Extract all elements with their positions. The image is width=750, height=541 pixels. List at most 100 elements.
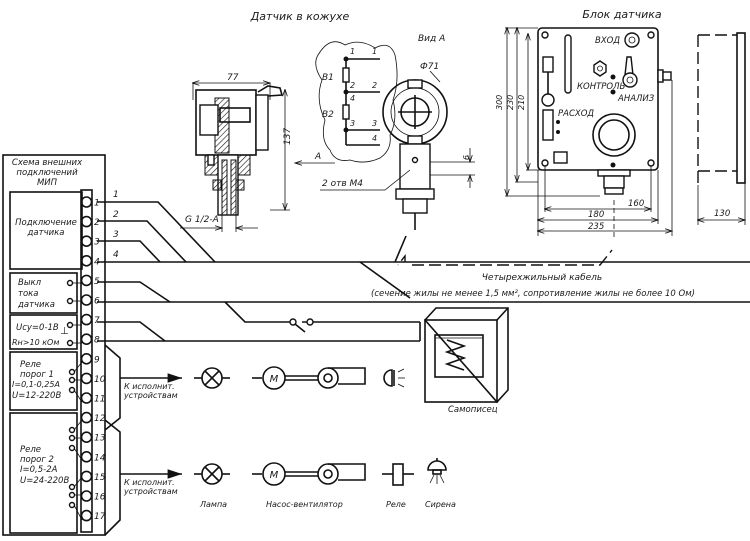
section-label: Реле: [20, 445, 41, 455]
node-label: 3: [372, 119, 377, 128]
section-label: тока: [18, 289, 39, 299]
dim-height: 137: [283, 128, 293, 145]
node-label: 2: [372, 81, 377, 90]
dim-width: 77: [227, 73, 239, 83]
main-dial: [592, 113, 636, 157]
terminal-13: [80, 431, 93, 444]
element-label: В2: [322, 110, 334, 120]
section-label: I=0,1-0,25А: [12, 380, 60, 389]
lamp-icon: [194, 463, 230, 485]
panel-title-1: Схема внешних: [12, 158, 83, 168]
contact-icon: [66, 321, 74, 329]
section-relay-2: [9, 412, 78, 534]
panel-title-3: МИП: [37, 178, 58, 188]
label-input: ВХОД: [595, 36, 620, 46]
terminal-12: [80, 411, 93, 424]
relay-1-outputs: К исполнит. устройствам М: [104, 344, 405, 431]
section-label: датчика: [27, 228, 65, 238]
section-relay-1: [9, 351, 78, 411]
terminal-number: 14: [94, 453, 106, 463]
sensor-wires: 1 2 3 4: [97, 190, 750, 342]
terminal-11: [80, 392, 93, 404]
dim-depth: 130: [714, 209, 730, 219]
label-flow: РАСХОД: [558, 109, 594, 119]
wire-1: [97, 201, 216, 263]
actuator-label: К исполнит.: [124, 382, 175, 391]
dim-w2: 180: [588, 210, 604, 220]
cable-dashed: [412, 249, 613, 266]
section-label: датчика: [17, 300, 55, 310]
siren-icon: [427, 458, 447, 484]
thermistor-b2-icon: [342, 104, 350, 120]
terminal-2: [80, 215, 93, 228]
switch-contact-icon: [306, 318, 314, 326]
relay-2b-contacts-icon: [68, 476, 83, 521]
panel-title-2: подключений: [16, 168, 78, 178]
terminal-number: 7: [94, 316, 100, 326]
terminal-number: 10: [94, 375, 106, 385]
terminal-9: [80, 352, 93, 365]
lamp-icon: [194, 367, 230, 389]
device-label-lamp: Лампа: [199, 500, 227, 509]
terminal-15: [80, 470, 93, 483]
actuator-label: устройствам: [123, 487, 178, 496]
terminal-14: [80, 450, 93, 463]
section-label: Подключение: [15, 218, 77, 228]
section-label: порог 1: [20, 370, 54, 380]
node-label: 1: [372, 47, 377, 56]
recorder-label: Самописец: [448, 405, 498, 415]
nut-icon: [593, 60, 607, 77]
terminal-number: 9: [94, 355, 100, 365]
terminal-6: [80, 294, 93, 306]
device-label-relay: Реле: [386, 500, 406, 509]
terminal-3: [80, 235, 93, 247]
section-voltage-output: [9, 314, 78, 350]
recorder-icon: [423, 307, 509, 404]
relay-2a-contacts-icon: [68, 419, 83, 461]
wire-3: [97, 240, 161, 263]
terminal-number: 16: [94, 493, 106, 503]
view-a-circuit: В1 В2 1 1 2 2 4 3 3 4: [315, 41, 398, 163]
cable-title: Четырехжильный кабель: [482, 273, 602, 283]
contact-icon: [66, 339, 74, 347]
sensor-unit-drawing: ВХОД КОНТРОЛЬ АНАЛИЗ РАСХОД: [495, 28, 746, 240]
terminal-number: 15: [94, 473, 106, 483]
label-control: КОНТРОЛЬ: [577, 82, 626, 92]
terminal-number: 2: [94, 218, 100, 228]
motor-letter: М: [270, 470, 279, 481]
terminal-number: 17: [94, 512, 106, 522]
signal-light-icon: [383, 368, 405, 388]
node-label: 3: [350, 119, 355, 128]
view-a-sensor-drawing: Ф71 9 2 отв М4: [320, 62, 475, 230]
terminal-number: 12: [94, 414, 106, 424]
section-label: Rн>10 кОм: [12, 338, 59, 347]
diameter-label: Ф71: [420, 62, 439, 72]
terminal-16: [80, 490, 93, 502]
sensor-housing-drawing: 77 137 G 1/2-A A: [180, 73, 335, 232]
dim-h2: 230: [506, 95, 515, 110]
cable-note: (сечение жилы не менее 1,5 мм², сопротив…: [371, 289, 695, 299]
wire-2: [97, 220, 187, 263]
thermistor-b1-icon: [342, 67, 350, 83]
ground-symbol: ⊥: [60, 326, 69, 337]
relay-2-outputs: К исполнит. устройствам Лампа М Насос-ве…: [104, 419, 456, 536]
relay-1-contacts-icon: [68, 361, 83, 403]
holes-label: 2 отв М4: [322, 179, 363, 189]
section-label: Выкл: [18, 278, 42, 288]
view-arrow-label: A: [314, 152, 321, 162]
terminal-1: [80, 196, 93, 208]
terminal-8: [80, 333, 93, 346]
node-label: 1: [350, 47, 355, 56]
terminal-10: [80, 372, 93, 385]
section-label: Uсу=0-1В: [16, 323, 59, 333]
dim-small: 9: [461, 155, 470, 160]
pump-fan-icon: М: [252, 462, 366, 486]
section-label: порог 2: [20, 455, 54, 465]
node-label: 2: [350, 81, 355, 90]
section-sensor-current-off: [9, 272, 78, 314]
device-label-pump-fan: Насос-вентилятор: [266, 500, 343, 509]
toggle-switch: [624, 56, 634, 76]
wire-label: 2: [113, 210, 119, 220]
